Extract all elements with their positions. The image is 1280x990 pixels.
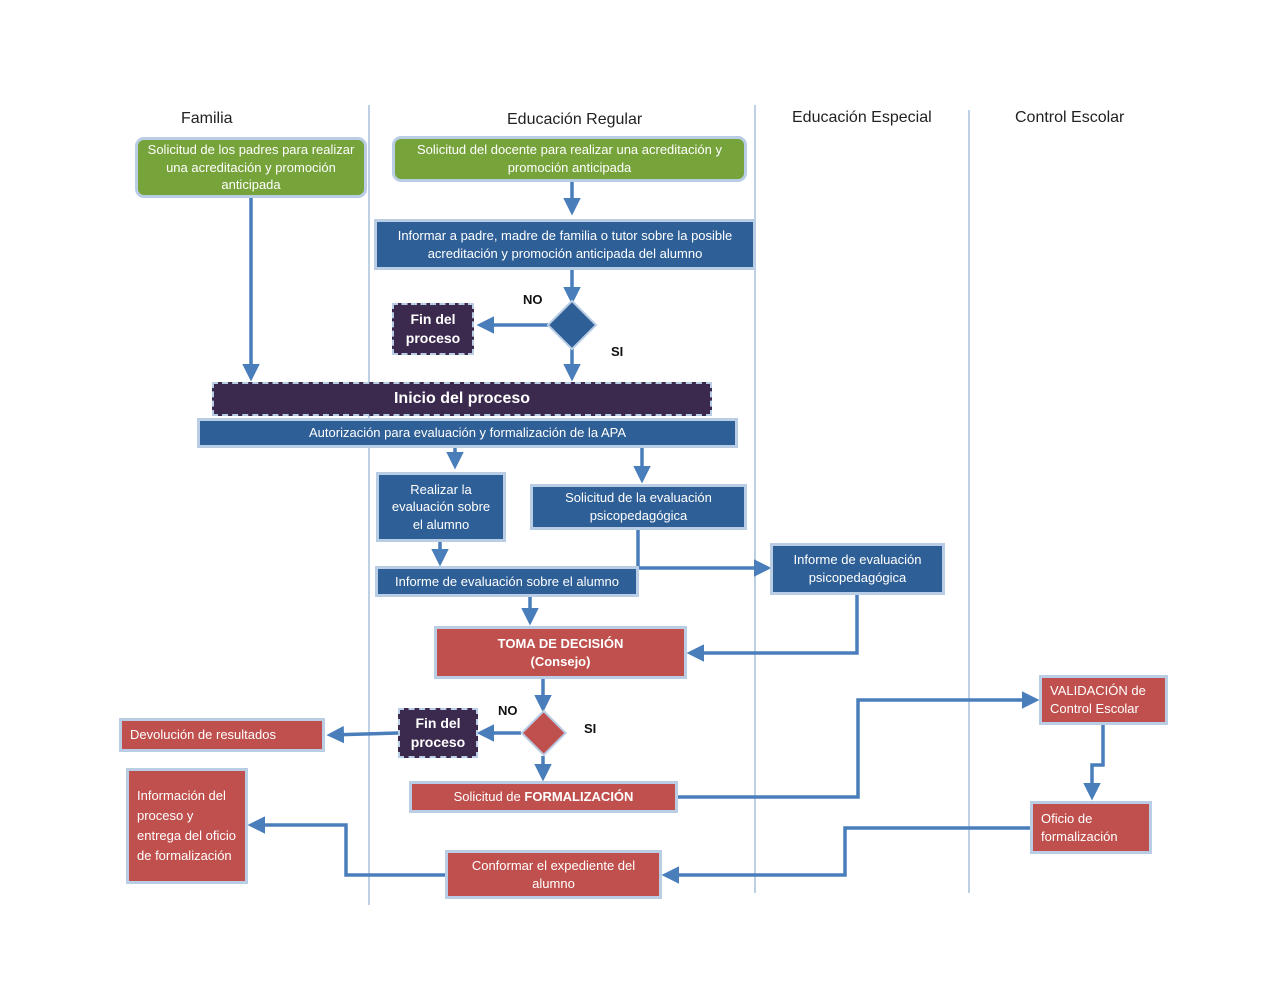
node-informar-padre: Informar a padre, madre de familia o tut…	[374, 219, 756, 270]
decision-diamond-1	[546, 299, 598, 351]
toma-decision-subtitle: (Consejo)	[530, 653, 591, 669]
formalizacion-prefix: Solicitud de	[453, 789, 525, 805]
lane-title-educacion-especial: Educación Especial	[792, 109, 932, 126]
label-si-1: SI	[611, 344, 624, 359]
node-solicitud-padres: Solicitud de los padres para realizar un…	[135, 137, 367, 198]
lane-title-familia: Familia	[181, 110, 233, 127]
label-no-1: NO	[523, 292, 543, 307]
node-oficio-formalizacion: Oficio de formalización	[1030, 801, 1152, 854]
arrow-oficio-to-conformar	[661, 826, 1030, 884]
node-solicitud-evaluacion-psico: Solicitud de la evaluación psicopedagógi…	[530, 484, 747, 530]
arrow-informe-psico-to-toma-decision	[686, 595, 859, 662]
label-no-2: NO	[498, 703, 518, 718]
arrow-solicitud-psico-to-informe-psico	[636, 530, 772, 577]
lane-title-control-escolar: Control Escolar	[1015, 109, 1125, 126]
node-informe-evaluacion-alumno: Informe de evaluación sobre el alumno	[375, 566, 639, 597]
node-autorizacion: Autorización para evaluación y formaliza…	[197, 418, 738, 448]
node-informe-evaluacion-psico: Informe de evaluación psicopedagógica	[770, 543, 945, 595]
arrow-formalizacion-to-validacion	[678, 691, 1040, 799]
node-conformar-expediente: Conformar el expediente del alumno	[445, 850, 662, 899]
node-devolucion-resultados: Devolución de resultados	[119, 718, 325, 752]
node-fin-proceso-1: Fin del proceso	[392, 303, 474, 355]
node-fin-proceso-2: Fin del proceso	[398, 708, 478, 758]
node-toma-decision: TOMA DE DECISIÓN (Consejo)	[434, 626, 687, 679]
lane-title-educacion-regular: Educación Regular	[507, 111, 643, 128]
node-validacion-control: VALIDACIÓN de Control Escolar	[1039, 675, 1168, 725]
node-realizar-evaluacion: Realizar la evaluación sobre el alumno	[376, 472, 506, 542]
decision-diamond-2	[520, 709, 568, 757]
arrow-fin-to-devolucion	[326, 725, 399, 744]
node-solicitud-formalizacion: Solicitud de FORMALIZACIÓN	[409, 781, 678, 813]
arrow-validacion-to-oficio	[1083, 724, 1105, 801]
label-si-2: SI	[584, 721, 597, 736]
formalizacion-bold: FORMALIZACIÓN	[524, 789, 634, 805]
arrow-conformar-to-informacion	[247, 816, 447, 877]
node-inicio-proceso: Inicio del proceso	[212, 382, 712, 416]
node-informacion-proceso: Información del proceso y entrega del of…	[126, 768, 248, 884]
node-solicitud-docente: Solicitud del docente para realizar una …	[392, 136, 747, 182]
toma-decision-title: TOMA DE DECISIÓN	[497, 635, 624, 651]
